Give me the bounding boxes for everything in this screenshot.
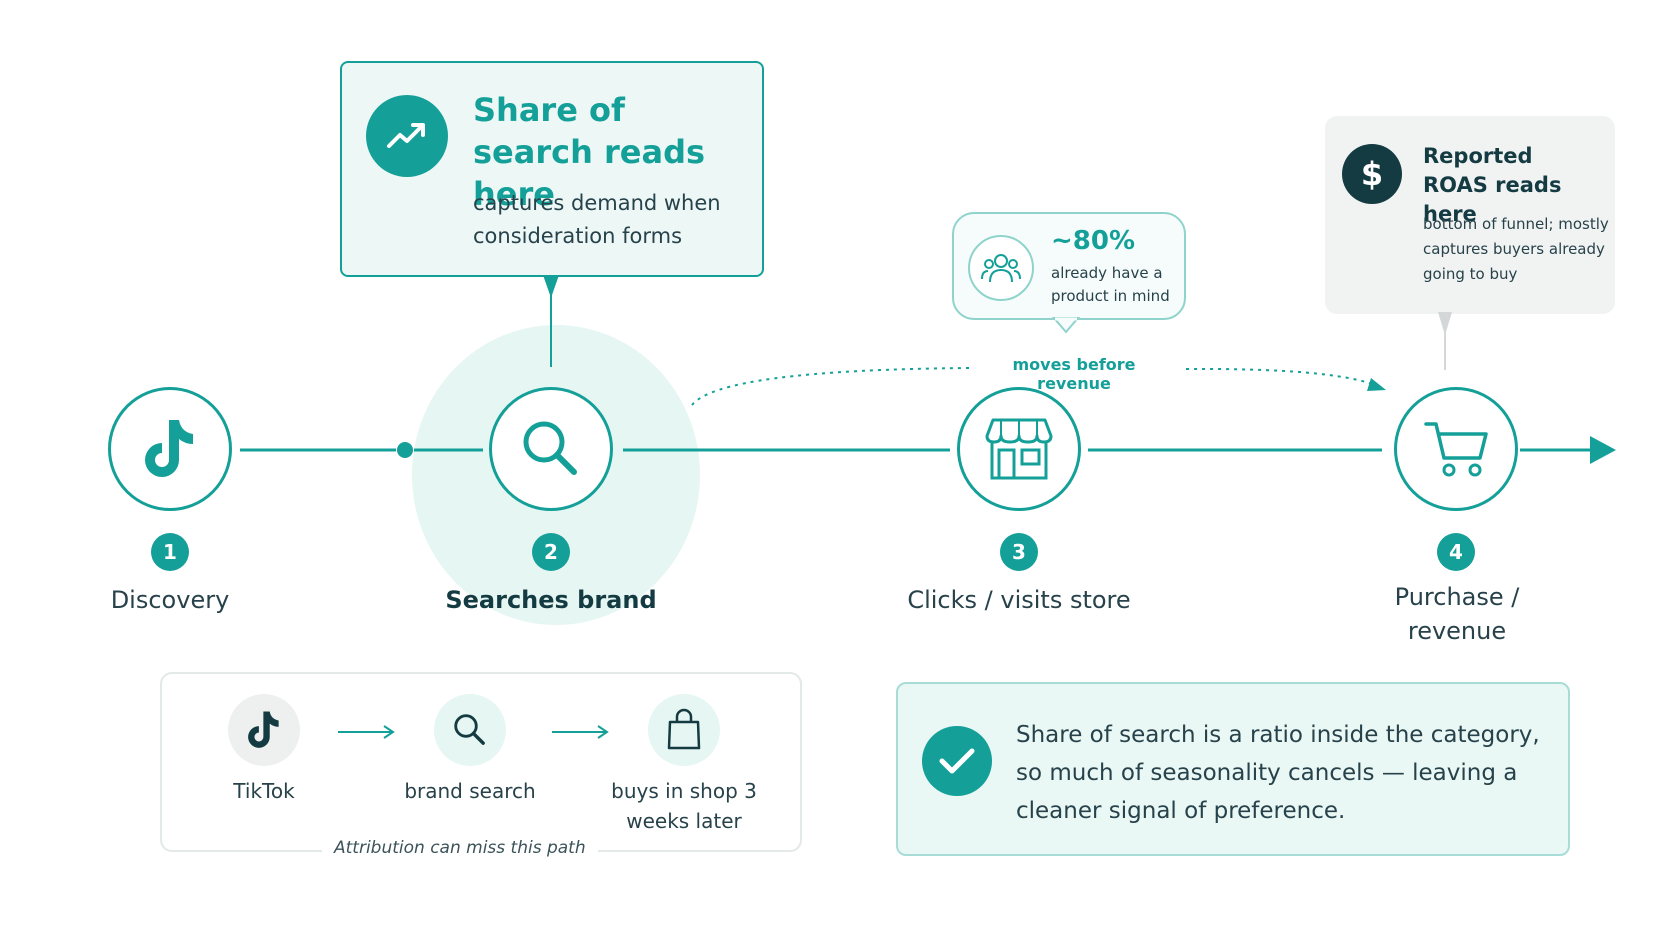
- arc-label: moves before revenue: [1012, 355, 1136, 393]
- storefront-icon: [985, 418, 1053, 480]
- stage-discovery-node: [108, 387, 232, 511]
- checkmark-icon: [922, 726, 992, 796]
- seasonality-note: Share of search is a ratio inside the ca…: [896, 682, 1570, 856]
- stage-4-label: Purchase / revenue: [1394, 583, 1520, 645]
- intent-stat-bubble: ~80% already have a product in mind: [952, 212, 1186, 320]
- stage-4-badge: 4: [1437, 533, 1475, 571]
- dollar-icon: $: [1342, 144, 1402, 204]
- path-step-3-label: buys in shop 3 weeks later: [611, 779, 757, 833]
- intent-stat-value: ~80%: [1051, 226, 1136, 256]
- reported-roas-callout: $ Reported ROAS reads here bottom of fun…: [1325, 116, 1615, 314]
- stage-1-badge: 1: [151, 533, 189, 571]
- share-of-search-callout: Share of search reads here captures dema…: [340, 61, 764, 277]
- stage-search-node: [489, 387, 613, 511]
- stage-3-badge: 3: [1000, 533, 1038, 571]
- people-icon: [968, 235, 1034, 301]
- shopping-bag-icon: [648, 694, 720, 766]
- intent-stat-description: already have a product in mind: [1051, 264, 1170, 305]
- stage-1-label: Discovery: [110, 586, 230, 614]
- path-step-2-label: brand search: [404, 779, 536, 803]
- stage-3-label: Clicks / visits store: [907, 586, 1131, 614]
- tiktok-icon: [228, 694, 300, 766]
- end-arrowhead: [1590, 436, 1616, 464]
- stage-2-label: Searches brand: [445, 586, 657, 614]
- tiktok-icon: [145, 420, 193, 477]
- arc-arrowhead: [1367, 378, 1386, 391]
- stage-purchase-node: [1394, 387, 1518, 511]
- search-icon: [523, 421, 577, 475]
- dotted-arc: [691, 367, 971, 406]
- share-of-search-description: captures demand when consideration forms: [473, 191, 721, 248]
- share-of-search-title: Share of search reads here: [473, 91, 706, 213]
- bubble-pointer: [1051, 317, 1081, 334]
- arrow-right-icon: [552, 725, 609, 739]
- arrow-right-icon: [338, 725, 395, 739]
- trend-up-icon: [366, 95, 448, 177]
- stage-2-badge: 2: [532, 533, 570, 571]
- dotted-arc-right: [1185, 367, 1376, 386]
- path-step-1-label: TikTok: [233, 779, 295, 803]
- callout-pointer: [543, 275, 559, 367]
- attribution-path-box: TikTok brand search buys in shop 3 weeks…: [160, 672, 802, 852]
- stage-store-node: [957, 387, 1081, 511]
- reported-roas-description: bottom of funnel; mostly captures buyers…: [1423, 215, 1609, 283]
- attribution-caption: Attribution can miss this path: [322, 838, 598, 858]
- roas-pointer: [1438, 312, 1452, 370]
- connector-dot: [397, 442, 413, 458]
- reported-roas-title: Reported ROAS reads here: [1423, 144, 1562, 226]
- cart-icon: [1424, 422, 1488, 477]
- seasonality-note-text: Share of search is a ratio inside the ca…: [1016, 722, 1540, 824]
- search-icon: [434, 694, 506, 766]
